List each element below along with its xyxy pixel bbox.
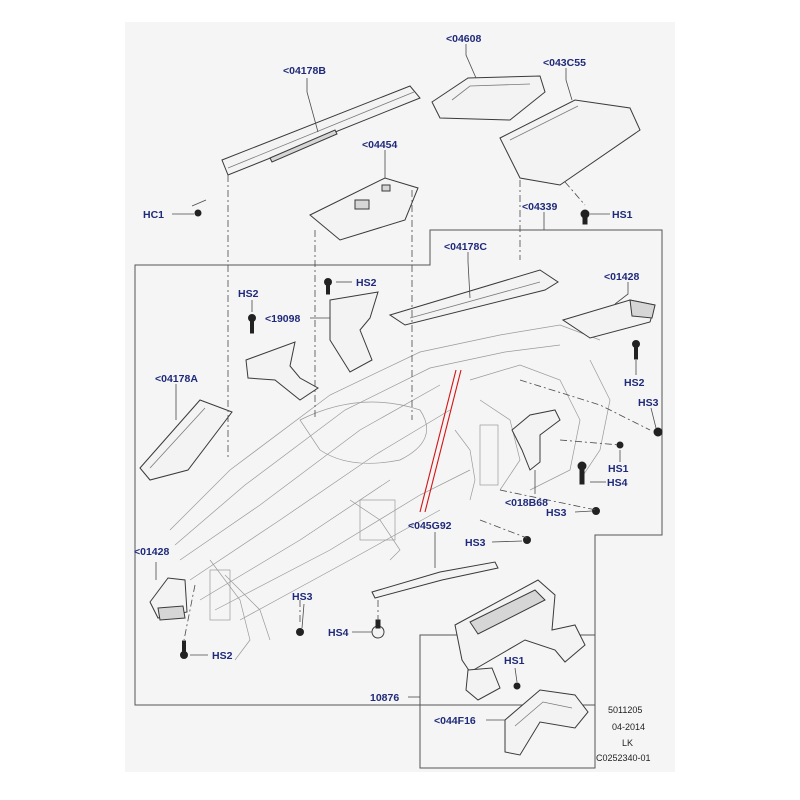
label-044F16: <044F16 [434, 715, 476, 727]
dashboard-frame [169, 324, 611, 661]
label-04178B: <04178B [283, 65, 326, 77]
reference-drawing-id: C0252340-01 [596, 753, 651, 763]
label-hs4-bottom: HS4 [328, 627, 349, 639]
label-045G92: <045G92 [408, 520, 452, 532]
label-04178C: <04178C [444, 241, 487, 253]
screw-hs2-bottom [180, 640, 188, 659]
trim-panel-04178A [139, 399, 233, 481]
label-hs3-center: HS3 [465, 537, 486, 549]
bracket-left [245, 341, 319, 401]
label-018B68: <018B68 [505, 497, 548, 509]
screw-hs2-right [632, 340, 640, 360]
label-hs1-bottom: HS1 [504, 655, 525, 667]
label-hs2-top: HS2 [356, 277, 377, 289]
dashboard-group-outline [134, 229, 663, 706]
screw-hs1-bottom [513, 682, 521, 690]
screw-hc1 [191, 199, 207, 217]
bracket-19098 [329, 291, 379, 373]
screw-hs4-right [577, 461, 587, 485]
bar-045G92 [371, 561, 499, 599]
trim-panel-04178B [221, 85, 421, 176]
panel-043C55 [499, 99, 641, 186]
panel-04454 [309, 177, 419, 241]
label-hs2-right: HS2 [624, 377, 645, 389]
label-hs2-bottom: HS2 [212, 650, 233, 662]
label-hs1-top: HS1 [612, 209, 633, 221]
label-04178A: <04178A [155, 373, 198, 385]
label-01428-left: <01428 [134, 546, 169, 558]
label-hs3-right: HS3 [638, 397, 659, 409]
screw-hs2-left [248, 314, 256, 334]
vent-01428-right [561, 299, 656, 339]
screw-hs2-top [324, 278, 332, 295]
label-hc1: HC1 [143, 209, 164, 221]
trim-panel-04178C [388, 269, 559, 326]
screw-hs1-top [580, 209, 590, 225]
highlight-lines [419, 369, 462, 513]
label-19098: <19098 [265, 313, 300, 325]
label-hs4-right: HS4 [607, 477, 628, 489]
label-04339: <04339 [522, 201, 557, 213]
label-hs3-mid: HS3 [546, 507, 567, 519]
screw-hs3-left [296, 628, 304, 636]
label-04608: <04608 [446, 33, 481, 45]
reference-number: 5011205 [608, 705, 642, 715]
label-10876: 10876 [370, 692, 399, 704]
vent-01428-left [149, 577, 188, 621]
label-043C55: <043C55 [543, 57, 586, 69]
reference-block: 5011205 04-2014 LK C0252340-01 [596, 705, 651, 763]
label-01428-right: <01428 [604, 271, 639, 283]
reference-code: LK [622, 738, 633, 748]
leader-lines [155, 44, 657, 721]
cover-044F16 [504, 689, 589, 756]
screw-hs3-center [523, 536, 531, 544]
bracket-018B68 [511, 409, 561, 471]
reference-date: 04-2014 [612, 722, 645, 732]
label-hs3-left: HS3 [292, 591, 313, 603]
instrument-cluster-10876 [454, 579, 586, 701]
label-hs1-mid: HS1 [608, 463, 629, 475]
screw-hs3-mid [592, 507, 600, 515]
screw-hs3-right [653, 427, 663, 437]
label-04454: <04454 [362, 139, 397, 151]
label-hs2-left: HS2 [238, 288, 259, 300]
assembly-lines [183, 175, 651, 641]
panel-04608 [431, 75, 546, 121]
